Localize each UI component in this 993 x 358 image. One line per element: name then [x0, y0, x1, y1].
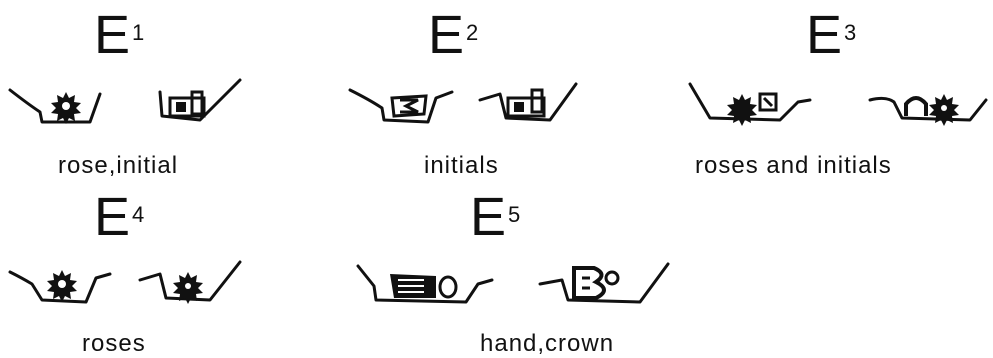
rose-icon: [47, 270, 77, 302]
bowl-outline: [478, 82, 578, 122]
crown-icon: [572, 266, 620, 300]
bowl-outline: [868, 96, 988, 122]
initials-icon: [506, 88, 546, 118]
caption-e2: initials: [424, 152, 499, 179]
bowl-outline: [138, 260, 242, 302]
rose-initials-icon: [727, 92, 778, 126]
bowl-outline: [538, 262, 670, 304]
caption-e4: roses: [82, 330, 146, 357]
initials-icon: [168, 90, 206, 118]
caption-e5: hand,crown: [480, 330, 615, 357]
bowl-outline: [688, 82, 812, 122]
sawdust-e2: [348, 82, 578, 124]
bowl-outline: [8, 88, 102, 124]
rose-icon: [51, 92, 81, 124]
sawdust-e1: [8, 78, 242, 124]
rose-icon: [173, 272, 203, 304]
hand-icon: [390, 274, 458, 299]
bowl-outline: [8, 270, 112, 304]
initials-icon: [390, 94, 428, 118]
bowl-outline: [158, 78, 242, 122]
sawdust-e4: [8, 260, 242, 304]
sawdust-e3: [688, 82, 988, 126]
sawdust-e5: [356, 262, 670, 304]
initials-rose-icon: [904, 94, 959, 126]
caption-e1: rose,initial: [58, 152, 179, 179]
caption-e3: roses and initials: [695, 152, 892, 179]
bowl-outline: [348, 88, 454, 124]
bowl-outline: [356, 264, 494, 304]
